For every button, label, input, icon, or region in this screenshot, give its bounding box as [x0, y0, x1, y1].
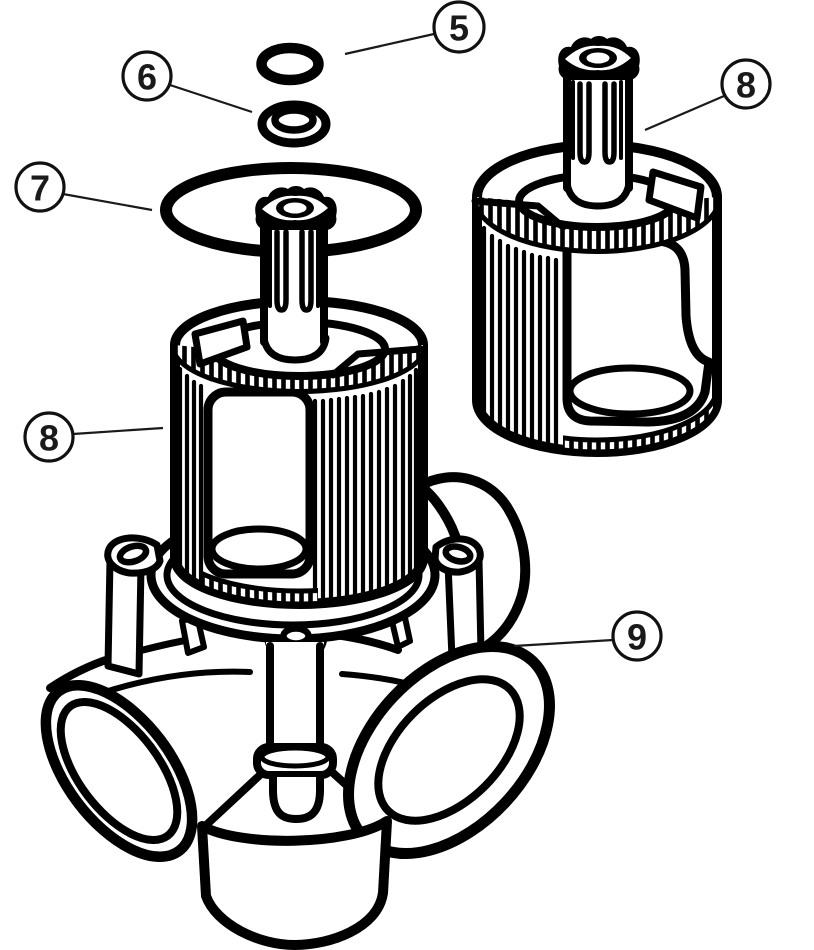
part-valve-body [40, 472, 555, 950]
callout-leader-line [513, 638, 614, 648]
callout-circle [432, 0, 486, 54]
callout-circle [611, 610, 663, 662]
callout-leader-line [644, 94, 725, 132]
left-mount-boss [104, 556, 145, 678]
callout-leader-line [344, 32, 435, 56]
bolt-hole [442, 543, 474, 565]
callout-5: 5 [344, 0, 486, 56]
callout-number: 7 [30, 168, 50, 209]
part-diverter-rotor-exploded [170, 186, 428, 609]
callout-number: 9 [627, 617, 647, 658]
callout-number: 6 [137, 57, 157, 98]
part-o-ring-small [256, 42, 324, 86]
rotor-ribs [481, 225, 559, 452]
stem [266, 642, 324, 754]
callout-number: 8 [736, 65, 756, 106]
callout-circle [720, 58, 772, 110]
callout-layer: 5 6 7 8 8 9 [14, 0, 772, 662]
callout-9: 9 [513, 610, 663, 662]
callout-leader-line [169, 83, 253, 114]
callout-circle [14, 161, 66, 213]
callout-leader-line [72, 426, 164, 436]
part-washer-seal [257, 100, 331, 148]
bolt-hole [280, 625, 312, 647]
stem-tip [269, 773, 324, 823]
callout-number: 8 [39, 418, 59, 459]
callout-number: 5 [449, 8, 469, 49]
callout-8: 8 [23, 411, 164, 463]
bolt-hole [116, 542, 150, 566]
callout-7: 7 [14, 161, 153, 213]
callout-leader-line [62, 192, 153, 212]
callout-circle [23, 411, 75, 463]
bottom-port [197, 816, 392, 950]
callout-8: 8 [644, 58, 772, 132]
part-diverter-rotor-assembled [471, 36, 722, 457]
rotor-cutaway-window [203, 387, 315, 579]
rotor-ribs [177, 366, 419, 608]
callout-6: 6 [121, 50, 253, 114]
callout-circle [121, 50, 173, 102]
